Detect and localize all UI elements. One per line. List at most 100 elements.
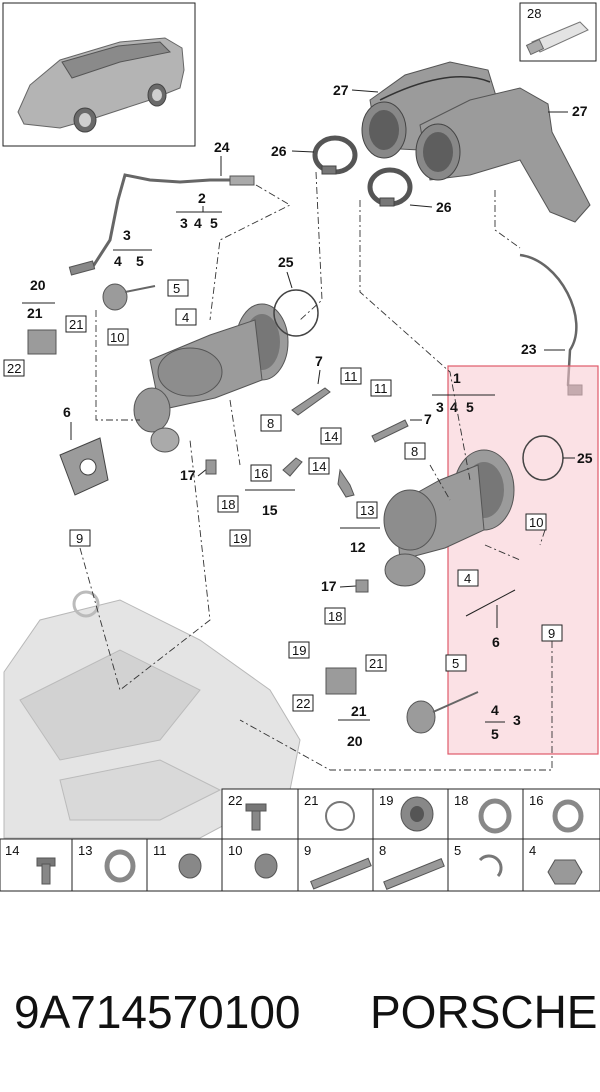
highlight-region bbox=[447, 365, 599, 755]
table-cell-21: 21 bbox=[304, 793, 318, 808]
callout-9a: 9 bbox=[76, 531, 83, 546]
sensor-assembly-left: 20 21 21 22 bbox=[3, 277, 87, 377]
callout-25a: 25 bbox=[278, 254, 294, 270]
callout-14b: 14 bbox=[312, 459, 326, 474]
callout-group-3: 3 4 5 5 bbox=[102, 227, 189, 311]
callout-5b: 5 bbox=[452, 656, 459, 671]
brand-name: PORSCHE bbox=[370, 986, 598, 1038]
callout-3: 3 bbox=[123, 227, 131, 243]
callout-10b: 10 bbox=[529, 515, 543, 530]
table-cell-5: 5 bbox=[454, 843, 461, 858]
callout-26b: 26 bbox=[436, 199, 452, 215]
callout-6a: 6 bbox=[63, 404, 71, 420]
callout-4c: 4 bbox=[491, 702, 499, 718]
callout-21d: 21 bbox=[351, 703, 367, 719]
callout-13a: 13 bbox=[360, 503, 374, 518]
callout-5a: 5 bbox=[173, 281, 180, 296]
callout-27b: 27 bbox=[572, 103, 588, 119]
callout-18a: 18 bbox=[221, 497, 235, 512]
leader-lines bbox=[79, 171, 553, 771]
callout-1: 1 bbox=[453, 370, 461, 386]
callout-1-4: 4 bbox=[450, 399, 458, 415]
pipe-fittings-right: 13 12 bbox=[337, 468, 380, 555]
callout-2-5: 5 bbox=[210, 215, 218, 231]
callout-23: 23 bbox=[521, 341, 537, 357]
hose-clamps-26: 26 26 bbox=[271, 135, 452, 215]
table-cell-18: 18 bbox=[454, 793, 468, 808]
table-cell-8: 8 bbox=[379, 843, 386, 858]
callout-20b: 20 bbox=[347, 733, 363, 749]
callout-2-3: 3 bbox=[180, 215, 188, 231]
callout-28: 28 bbox=[527, 6, 541, 21]
actuator-right: 5 4 3 5 bbox=[406, 654, 521, 742]
pipe-fittings-left: 14 14 16 17 18 19 15 bbox=[180, 427, 342, 547]
table-cell-11: 11 bbox=[153, 843, 167, 858]
callout-group-1: 1 3 4 5 bbox=[432, 370, 495, 415]
seal-ring-25-right: 25 bbox=[522, 435, 593, 481]
callout-8b: 8 bbox=[411, 444, 418, 459]
callout-17b: 17 bbox=[321, 578, 337, 594]
callout-22a: 22 bbox=[7, 361, 21, 376]
callout-12: 12 bbox=[350, 539, 366, 555]
callout-group-2: 2 3 4 5 bbox=[176, 190, 222, 231]
gasket-6-right: 6 bbox=[465, 589, 516, 650]
callout-1-5: 5 bbox=[466, 399, 474, 415]
vehicle-thumbnail bbox=[2, 2, 196, 147]
table-cell-16: 16 bbox=[529, 793, 543, 808]
table-cell-19: 19 bbox=[379, 793, 393, 808]
callout-27a: 27 bbox=[333, 82, 349, 98]
callout-3b: 3 bbox=[513, 712, 521, 728]
oil-pipe-right: 11 7 8 bbox=[370, 379, 432, 460]
part-number: 9A714570100 bbox=[14, 986, 301, 1038]
oil-pipe-upper: 7 11 8 bbox=[260, 353, 362, 432]
callout-1-3: 3 bbox=[436, 399, 444, 415]
callout-8a: 8 bbox=[267, 416, 274, 431]
callout-25b: 25 bbox=[577, 450, 593, 466]
callout-15: 15 bbox=[262, 502, 278, 518]
callout-14a: 14 bbox=[324, 429, 338, 444]
callout-24: 24 bbox=[214, 139, 230, 155]
engine-illustration bbox=[3, 590, 301, 839]
parts-table: 22 21 19 18 16 14 13 11 10 9 8 5 4 bbox=[0, 788, 600, 892]
callout-26a: 26 bbox=[271, 143, 287, 159]
callout-21c: 21 bbox=[369, 656, 383, 671]
table-cell-13: 13 bbox=[78, 843, 92, 858]
callout-16a: 16 bbox=[254, 466, 268, 481]
callout-11b: 11 bbox=[374, 381, 388, 396]
footer-caption: 9A714570100 PORSCHE bbox=[0, 985, 600, 1045]
table-cell-4: 4 bbox=[529, 843, 536, 858]
callout-9b: 9 bbox=[548, 626, 555, 641]
table-cell-22: 22 bbox=[228, 793, 242, 808]
callout-21a: 21 bbox=[27, 305, 43, 321]
callout-6b: 6 bbox=[492, 634, 500, 650]
callout-7b: 7 bbox=[424, 411, 432, 427]
turbocharger-left bbox=[133, 303, 289, 453]
gasket-6: 6 bbox=[59, 404, 109, 496]
callout-19b: 19 bbox=[292, 643, 306, 658]
lower-fittings-right: 17 18 19 21 22 21 20 bbox=[288, 578, 387, 749]
callout-4b: 4 bbox=[464, 571, 471, 586]
callout-3-5: 5 bbox=[136, 253, 144, 269]
callout-4a: 4 bbox=[182, 310, 189, 325]
callout-17a: 17 bbox=[180, 467, 196, 483]
callout-21b: 21 bbox=[69, 317, 83, 332]
callout-5c: 5 bbox=[491, 726, 499, 742]
callout-11a: 11 bbox=[344, 369, 358, 384]
callout-3-4: 4 bbox=[114, 253, 122, 269]
callout-20a: 20 bbox=[30, 277, 46, 293]
callout-7a: 7 bbox=[315, 353, 323, 369]
table-cell-10: 10 bbox=[228, 843, 242, 858]
callout-22b: 22 bbox=[296, 696, 310, 711]
callout-18b: 18 bbox=[328, 609, 342, 624]
seal-ring-25: 25 bbox=[273, 254, 319, 337]
table-cell-14: 14 bbox=[5, 843, 19, 858]
turbocharger-right bbox=[383, 449, 515, 587]
callout-2-4: 4 bbox=[194, 215, 202, 231]
part-28-grease-tube: 28 bbox=[519, 2, 597, 62]
oxygen-sensor-24: 24 bbox=[68, 139, 255, 276]
callout-2: 2 bbox=[198, 190, 206, 206]
callout-10a: 10 bbox=[110, 330, 124, 345]
callout-19a: 19 bbox=[233, 531, 247, 546]
table-cell-9: 9 bbox=[304, 843, 311, 858]
